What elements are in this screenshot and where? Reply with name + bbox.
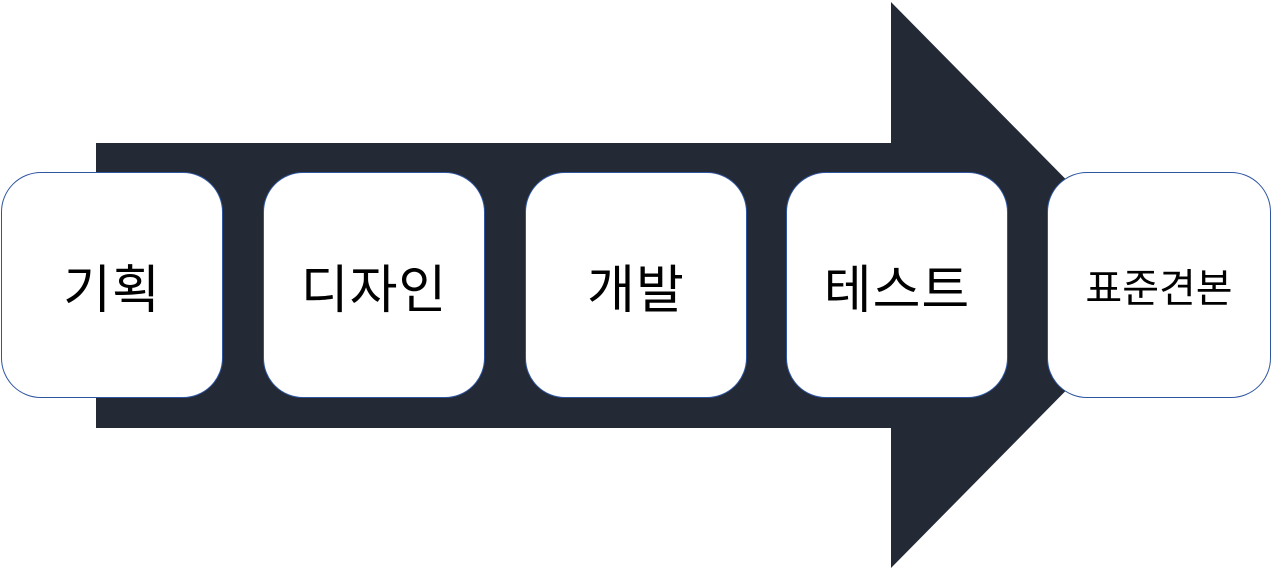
step-label: 기획 (63, 260, 161, 321)
step-label: 표준견본 (1085, 266, 1233, 312)
step-design: 디자인 (263, 172, 485, 398)
step-planning: 기획 (1, 172, 223, 398)
step-development: 개발 (525, 172, 747, 398)
step-label: 디자인 (300, 260, 448, 321)
step-test: 테스트 (786, 172, 1008, 398)
step-label: 개발 (587, 260, 685, 321)
step-label: 테스트 (823, 260, 971, 321)
step-standard-sample: 표준견본 (1047, 172, 1271, 398)
